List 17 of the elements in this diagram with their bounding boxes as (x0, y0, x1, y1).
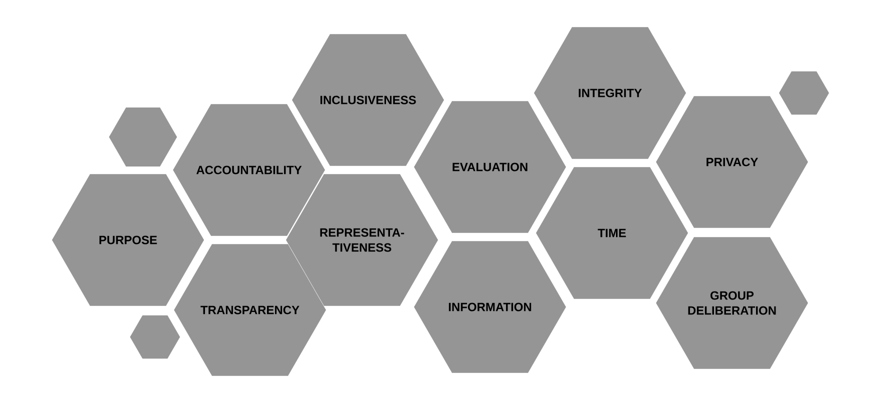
hexagon: REPRESENTA-TIVENESS (286, 174, 438, 306)
hexagon: INCLUSIVENESS (292, 34, 444, 166)
hexagon (109, 108, 177, 166)
hexagon: PURPOSE (52, 174, 204, 306)
hexagon (130, 315, 180, 359)
hexagon: GROUP DELIBERATION (656, 237, 808, 369)
hexagon: PRIVACY (656, 96, 808, 228)
hexagon (779, 71, 829, 115)
hexagon: INTEGRITY (534, 27, 686, 159)
node-label: ACCOUNTABILITY (196, 166, 302, 174)
node-label: PRIVACY (706, 158, 758, 166)
node-label: PURPOSE (99, 236, 157, 244)
node-label: EVALUATION (452, 162, 528, 172)
hexagon: TRANSPARENCY (174, 244, 326, 376)
node-label: TIME (598, 228, 626, 238)
hexagon: TIME (536, 167, 688, 299)
hexagon: INFORMATION (414, 241, 566, 373)
